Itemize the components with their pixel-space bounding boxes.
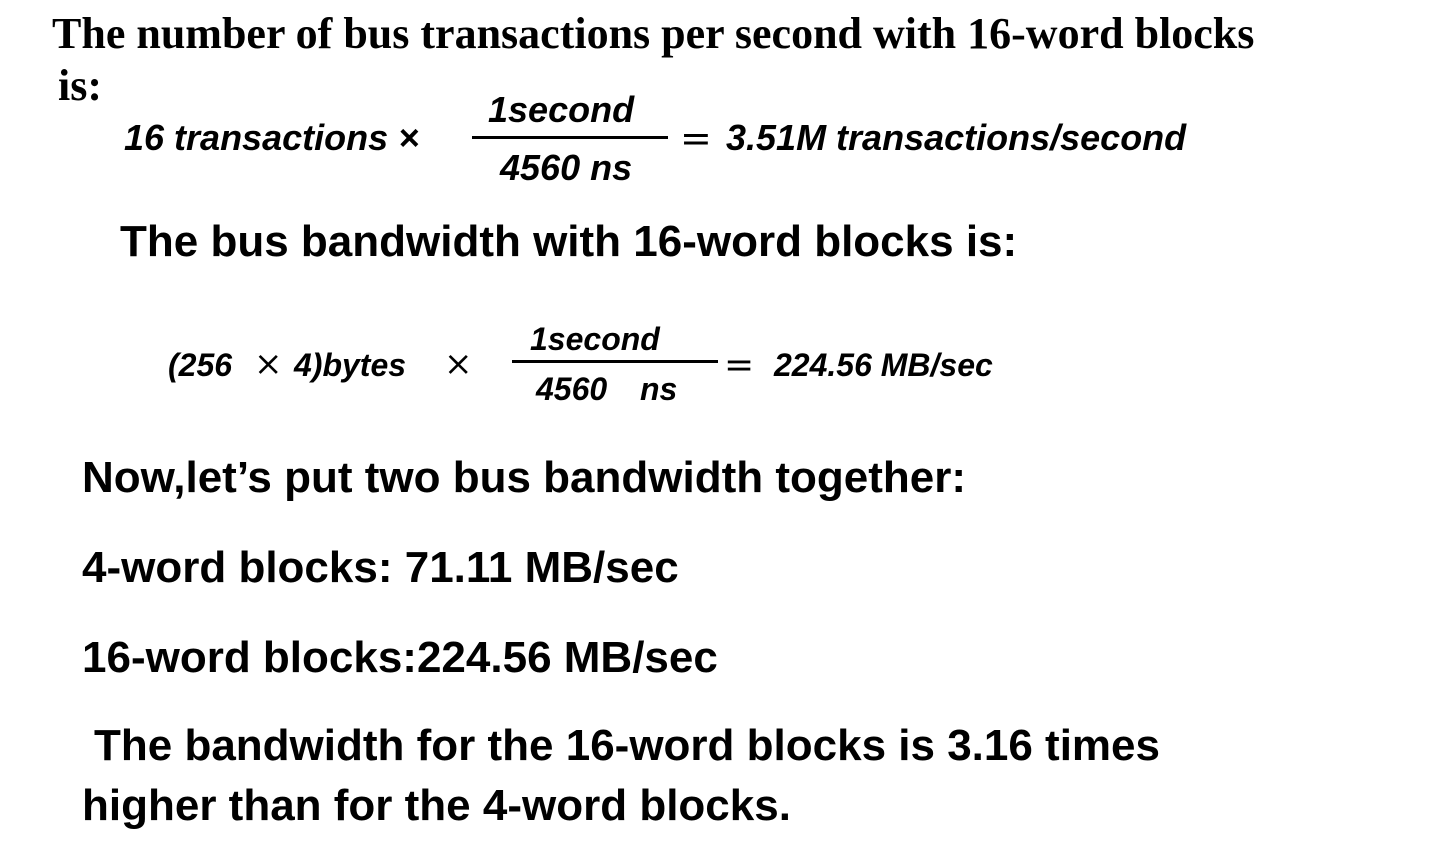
four-word-bandwidth-line: 4-word blocks: 71.11 MB/sec: [82, 543, 679, 592]
eq1-denominator: 4560 ns: [500, 147, 633, 188]
intro-line-2: is:: [58, 61, 102, 110]
eq1-result: 3.51M transactions/second: [726, 117, 1187, 158]
eq2-denominator-unit: ns: [640, 371, 678, 407]
eq1-numerator: 1second: [488, 89, 635, 130]
conclusion-line-2: higher than for the 4-word blocks.: [82, 781, 791, 830]
eq2-denominator-value: 4560: [536, 371, 608, 407]
conclusion-line-1: The bandwidth for the 16-word blocks is …: [94, 721, 1160, 770]
eq2-result: 224.56 MB/sec: [774, 347, 993, 383]
bandwidth-heading: The bus bandwidth with 16-word blocks is…: [120, 217, 1018, 266]
compare-heading: Now,let’s put two bus bandwidth together…: [82, 453, 966, 502]
sixteen-word-bandwidth-line: 16-word blocks:224.56 MB/sec: [82, 633, 718, 682]
eq2-close-term: 4)bytes: [294, 347, 407, 383]
eq2-inner-times-sign: ×: [254, 344, 283, 384]
eq1-fraction-bar: [472, 136, 668, 139]
eq2-open-term: (256: [168, 347, 233, 383]
eq2-outer-times-sign: ×: [444, 344, 473, 384]
eq2-equals-sign: =: [724, 345, 755, 386]
eq2-fraction-bar: [512, 360, 718, 363]
eq1-left-term: 16 transactions ×: [124, 117, 420, 158]
eq2-numerator: 1second: [530, 321, 660, 357]
eq1-equals-sign: =: [680, 116, 712, 160]
intro-line-1: The number of bus transactions per secon…: [52, 9, 1255, 58]
